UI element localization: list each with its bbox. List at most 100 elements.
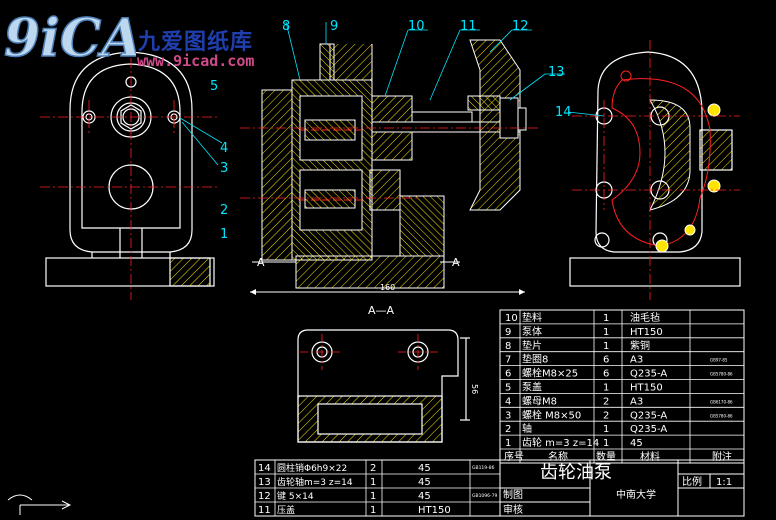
callout-4: 4 bbox=[220, 141, 228, 156]
watermark: 9iCAD 九爱图纸库 www.9icad.com bbox=[0, 0, 300, 80]
bom-upper-qty: 6 bbox=[603, 355, 609, 366]
svg-text:9iCAD: 9iCAD bbox=[4, 8, 136, 69]
callout-3: 3 bbox=[220, 161, 228, 176]
bom-lower-name: 压盖 bbox=[277, 504, 295, 516]
bom-upper-name: 齿轮 m=3 z=14 bbox=[522, 436, 599, 449]
bom-upper-std: GB5780-86 bbox=[710, 413, 733, 418]
watermark-brand: 九爱图纸库 bbox=[138, 30, 254, 55]
right-view-centerlines bbox=[572, 40, 740, 300]
bom-upper-name: 垫料 bbox=[522, 311, 542, 324]
bom-lower-qty: 1 bbox=[370, 477, 376, 488]
bom-upper-qty: 1 bbox=[603, 424, 609, 435]
right-view-gear-outline bbox=[611, 78, 711, 247]
watermark-url: www.9icad.com bbox=[137, 52, 255, 70]
drawn-by-label: 制图 bbox=[503, 488, 523, 501]
bom-upper-mat: 紫铜 bbox=[630, 340, 650, 352]
checked-by-label: 审核 bbox=[503, 503, 523, 516]
bom-lower-std: GB119-86 bbox=[472, 465, 495, 471]
scale-label: 比例 bbox=[682, 475, 702, 488]
bom-upper-mat: Q235-A bbox=[630, 369, 667, 380]
bom-upper-no: 5 bbox=[505, 383, 511, 394]
bom-upper-mat: 45 bbox=[630, 438, 643, 449]
section-centerlines bbox=[240, 127, 540, 199]
ucs-icon bbox=[7, 494, 72, 515]
bom-upper-name: 泵盖 bbox=[522, 381, 542, 394]
title-block bbox=[499, 459, 745, 517]
callout-11: 11 bbox=[460, 19, 477, 34]
bom-lower-name: 键 5×14 bbox=[277, 490, 314, 502]
right-view bbox=[569, 51, 741, 287]
bom-upper-name: 垫片 bbox=[522, 339, 542, 352]
bom-upper-no: 1 bbox=[505, 438, 511, 449]
bom-header-mat: 材料 bbox=[640, 450, 660, 463]
bom-upper-name: 螺母M8 bbox=[522, 395, 557, 407]
bom-upper-no: 9 bbox=[505, 327, 511, 338]
bom-upper-qty: 1 bbox=[603, 341, 609, 352]
bom-upper-mat: Q235-A bbox=[630, 410, 667, 421]
bom-upper-no: 4 bbox=[505, 396, 511, 407]
bom-lower-name: 齿轮轴m=3 z=14 bbox=[277, 476, 353, 488]
bom-lower-name: 圆柱销Φ6h9×22 bbox=[277, 462, 347, 474]
bom-lower-qty: 1 bbox=[370, 505, 376, 516]
right-view-gear-section bbox=[649, 99, 691, 211]
bom-upper-std: GB5780-86 bbox=[710, 372, 733, 377]
bom-upper-mat: A3 bbox=[630, 355, 643, 366]
left-view-centerlines bbox=[40, 40, 220, 300]
bom-upper-no: 6 bbox=[505, 369, 511, 380]
detail-view bbox=[297, 329, 470, 443]
bom-upper-no: 10 bbox=[505, 313, 518, 324]
detail-centerlines bbox=[300, 334, 438, 370]
bom-upper-name: 泵体 bbox=[522, 326, 542, 338]
dimension-length: 160 bbox=[380, 283, 395, 292]
bom-lower-mat: 45 bbox=[418, 463, 431, 474]
bom-upper-name: 轴 bbox=[522, 422, 532, 435]
bom-upper-qty: 1 bbox=[603, 313, 609, 324]
bom-upper-std: GB6170-86 bbox=[710, 399, 733, 404]
bom-lower-mat: 45 bbox=[418, 491, 431, 502]
callout-5: 5 bbox=[210, 79, 218, 94]
bom-upper-no: 8 bbox=[505, 341, 511, 352]
right-view-bolt-holes bbox=[620, 70, 721, 253]
bom-upper-name: 垫圈8 bbox=[522, 353, 548, 366]
bom-upper-qty: 2 bbox=[603, 410, 609, 421]
bom-upper-qty: 2 bbox=[603, 396, 609, 407]
bom-upper-mat: Q235-A bbox=[630, 424, 667, 435]
school-name: 中南大学 bbox=[616, 488, 656, 501]
callout-14: 14 bbox=[555, 105, 572, 120]
left-view bbox=[45, 51, 215, 287]
callout-1: 1 bbox=[220, 227, 228, 242]
dimension-height: 56 bbox=[470, 384, 479, 394]
bom-upper-no: 2 bbox=[505, 424, 511, 435]
bom-upper-qty: 6 bbox=[603, 369, 609, 380]
bom-upper-mat: A3 bbox=[630, 396, 643, 407]
bom-upper-qty: 1 bbox=[603, 438, 609, 449]
bom-upper-mat: HT150 bbox=[630, 327, 663, 338]
callout-10: 10 bbox=[408, 19, 425, 34]
left-leaders bbox=[179, 117, 223, 166]
bom-upper-name: 螺栓M8×25 bbox=[522, 367, 578, 380]
bom-upper-qty: 1 bbox=[603, 327, 609, 338]
bom-upper-mat: 油毛毡 bbox=[630, 311, 660, 324]
callout-13: 13 bbox=[548, 65, 565, 80]
bom-lower-mat: 45 bbox=[418, 477, 431, 488]
callout-2: 2 bbox=[220, 203, 228, 218]
bom-lower-no: 13 bbox=[258, 477, 271, 488]
bom-upper-qty: 1 bbox=[603, 383, 609, 394]
bom-lower-no: 11 bbox=[258, 505, 271, 516]
bom-upper-mat: HT150 bbox=[630, 383, 663, 394]
bom-lower-qty: 2 bbox=[370, 463, 376, 474]
bom-header-no: 序号 bbox=[504, 450, 524, 463]
bom-header-remark: 附注 bbox=[712, 450, 732, 463]
callout-8: 8 bbox=[282, 19, 290, 34]
callout-12: 12 bbox=[512, 19, 529, 34]
bom-upper-no: 7 bbox=[505, 355, 511, 366]
section-marker-left: A bbox=[257, 256, 265, 269]
bom-lower-qty: 1 bbox=[370, 491, 376, 502]
bom-lower-std: GB1096-79 bbox=[472, 493, 498, 499]
section-marker-right: A bbox=[452, 256, 460, 269]
scale-value: 1:1 bbox=[716, 477, 732, 488]
bom-upper-std: GB97-85 bbox=[710, 358, 728, 363]
bom-upper-name: 螺栓 M8×50 bbox=[522, 408, 581, 421]
